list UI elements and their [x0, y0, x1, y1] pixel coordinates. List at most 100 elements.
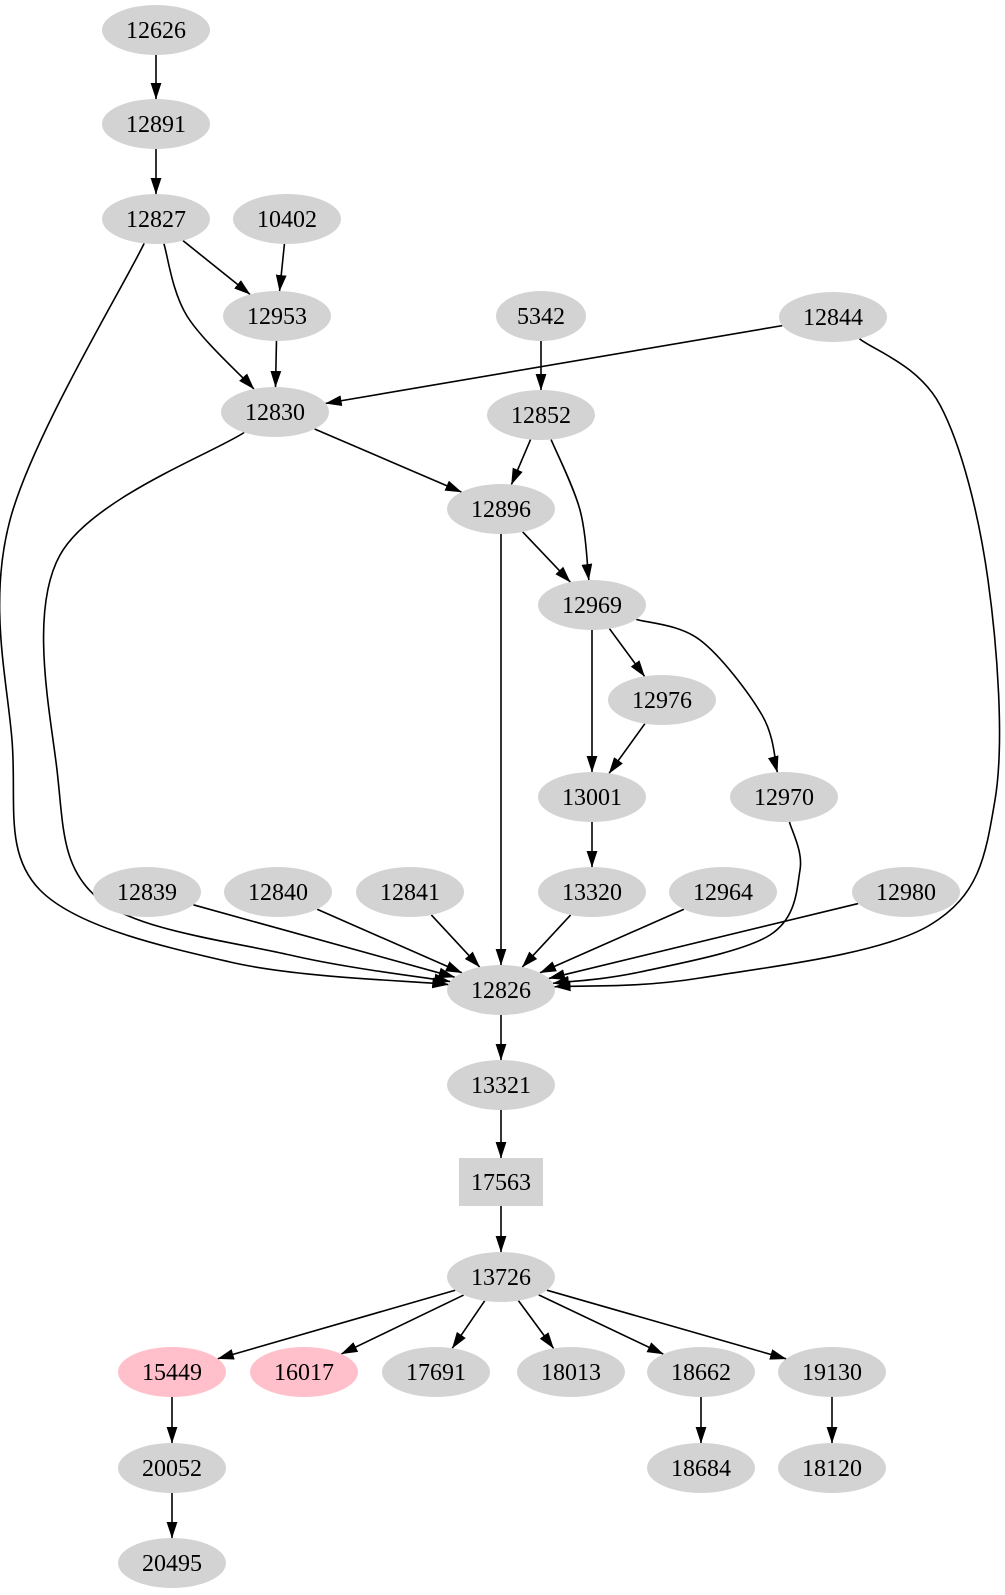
graph-node-18120: 18120: [778, 1443, 886, 1493]
node-shape-ellipse: [118, 1347, 226, 1397]
node-label: 12839: [117, 880, 177, 906]
node-label: 18120: [802, 1456, 862, 1482]
node-shape-ellipse: [538, 867, 646, 917]
node-shape-ellipse: [102, 194, 210, 244]
node-label: 12891: [126, 112, 186, 138]
edge-12969-12970: [635, 618, 779, 773]
node-shape-ellipse: [538, 580, 646, 630]
node-shape-ellipse: [118, 1538, 226, 1588]
node-shape-ellipse: [250, 1347, 358, 1397]
node-label: 12830: [245, 400, 305, 426]
node-shape-ellipse: [447, 965, 555, 1015]
node-label: 10402: [257, 207, 317, 233]
graph-node-13320: 13320: [538, 867, 646, 917]
edge-13726-16017: [340, 1294, 464, 1355]
node-label: 12841: [380, 880, 440, 906]
graph-node-19130: 19130: [778, 1347, 886, 1397]
edge-12970-12826: [552, 821, 802, 987]
node-label: 12970: [754, 785, 814, 811]
node-shape-ellipse: [487, 390, 595, 440]
node-shape-ellipse: [447, 484, 555, 534]
edge-12976-13001: [608, 723, 646, 774]
edge-12827-12953: [182, 240, 251, 295]
node-shape-ellipse: [730, 772, 838, 822]
graph-node-16017: 16017: [250, 1347, 358, 1397]
node-shape-ellipse: [102, 5, 210, 55]
edge-12852-12969: [550, 439, 593, 581]
node-shape-ellipse: [779, 292, 887, 342]
node-label: 18662: [671, 1360, 731, 1386]
node-label: 12826: [471, 978, 531, 1004]
graph-node-12827: 12827: [102, 194, 210, 244]
node-label: 12964: [693, 880, 753, 906]
node-shape-ellipse: [852, 867, 960, 917]
edge-12964-12826: [539, 908, 685, 974]
edge-12896-12969: [522, 531, 571, 583]
edge-12844-12826: [554, 338, 1001, 992]
node-shape-ellipse: [93, 867, 201, 917]
node-label: 12896: [471, 497, 531, 523]
node-label: 13726: [471, 1265, 531, 1291]
edge-12839-12826: [193, 904, 456, 979]
edge-13726-19130: [546, 1289, 787, 1360]
node-shape-ellipse: [356, 867, 464, 917]
graph-node-15449: 15449: [118, 1347, 226, 1397]
graph-node-12830: 12830: [221, 387, 329, 437]
graph-node-12896: 12896: [447, 484, 555, 534]
graph-node-13726: 13726: [447, 1252, 555, 1302]
node-shape-ellipse: [233, 194, 341, 244]
node-shape-ellipse: [647, 1347, 755, 1397]
node-label: 13321: [471, 1073, 531, 1099]
node-shape-ellipse: [517, 1347, 625, 1397]
node-label: 18013: [541, 1360, 601, 1386]
edge-12827-12826: [0, 243, 449, 989]
edge-13726-15449: [217, 1289, 456, 1360]
node-shape-ellipse: [447, 1252, 555, 1302]
node-shape-ellipse: [118, 1443, 226, 1493]
graph-node-12839: 12839: [93, 867, 201, 917]
node-shape-ellipse: [538, 772, 646, 822]
graph-node-12852: 12852: [487, 390, 595, 440]
node-label: 5342: [517, 304, 565, 330]
node-shape-ellipse: [647, 1443, 755, 1493]
edge-13726-18662: [538, 1294, 664, 1355]
graph-node-12826: 12826: [447, 965, 555, 1015]
graph-node-18684: 18684: [647, 1443, 755, 1493]
node-label: 12969: [562, 593, 622, 619]
node-shape-ellipse: [447, 1060, 555, 1110]
edge-12980-12826: [548, 902, 859, 980]
graph-node-12980: 12980: [852, 867, 960, 917]
edge-12844-12830: [325, 324, 783, 407]
graph-node-12891: 12891: [102, 99, 210, 149]
graph-node-12976: 12976: [608, 675, 716, 725]
node-label: 12953: [247, 304, 307, 330]
graph-node-20052: 20052: [118, 1443, 226, 1493]
graph-node-12970: 12970: [730, 772, 838, 822]
node-label: 17691: [406, 1360, 466, 1386]
node-shape-ellipse: [778, 1443, 886, 1493]
edge-13320-12826: [521, 914, 572, 968]
node-label: 13320: [562, 880, 622, 906]
node-shape-ellipse: [102, 99, 210, 149]
graph-node-12626: 12626: [102, 5, 210, 55]
graph-node-17563: 17563: [459, 1158, 543, 1206]
edge-12840-12826: [316, 908, 463, 974]
edge-12830-12826: [42, 431, 451, 985]
node-label: 12976: [632, 688, 692, 714]
graph-node-17691: 17691: [382, 1347, 490, 1397]
graph-node-10402: 10402: [233, 194, 341, 244]
node-shape-ellipse: [778, 1347, 886, 1397]
node-label: 12827: [126, 207, 186, 233]
graph-node-20495: 20495: [118, 1538, 226, 1588]
graph-node-12844: 12844: [779, 292, 887, 342]
edge-12953-12830: [270, 340, 282, 388]
graph-node-13001: 13001: [538, 772, 646, 822]
node-shape-ellipse: [382, 1347, 490, 1397]
graph-node-12841: 12841: [356, 867, 464, 917]
node-label: 13001: [562, 785, 622, 811]
graph-node-12969: 12969: [538, 580, 646, 630]
nodes-layer: 12626 12891 12827 10402 12953 5342 12844 12830 1…: [93, 5, 960, 1588]
node-label: 15449: [142, 1360, 202, 1386]
edges-layer: [0, 55, 1001, 1539]
